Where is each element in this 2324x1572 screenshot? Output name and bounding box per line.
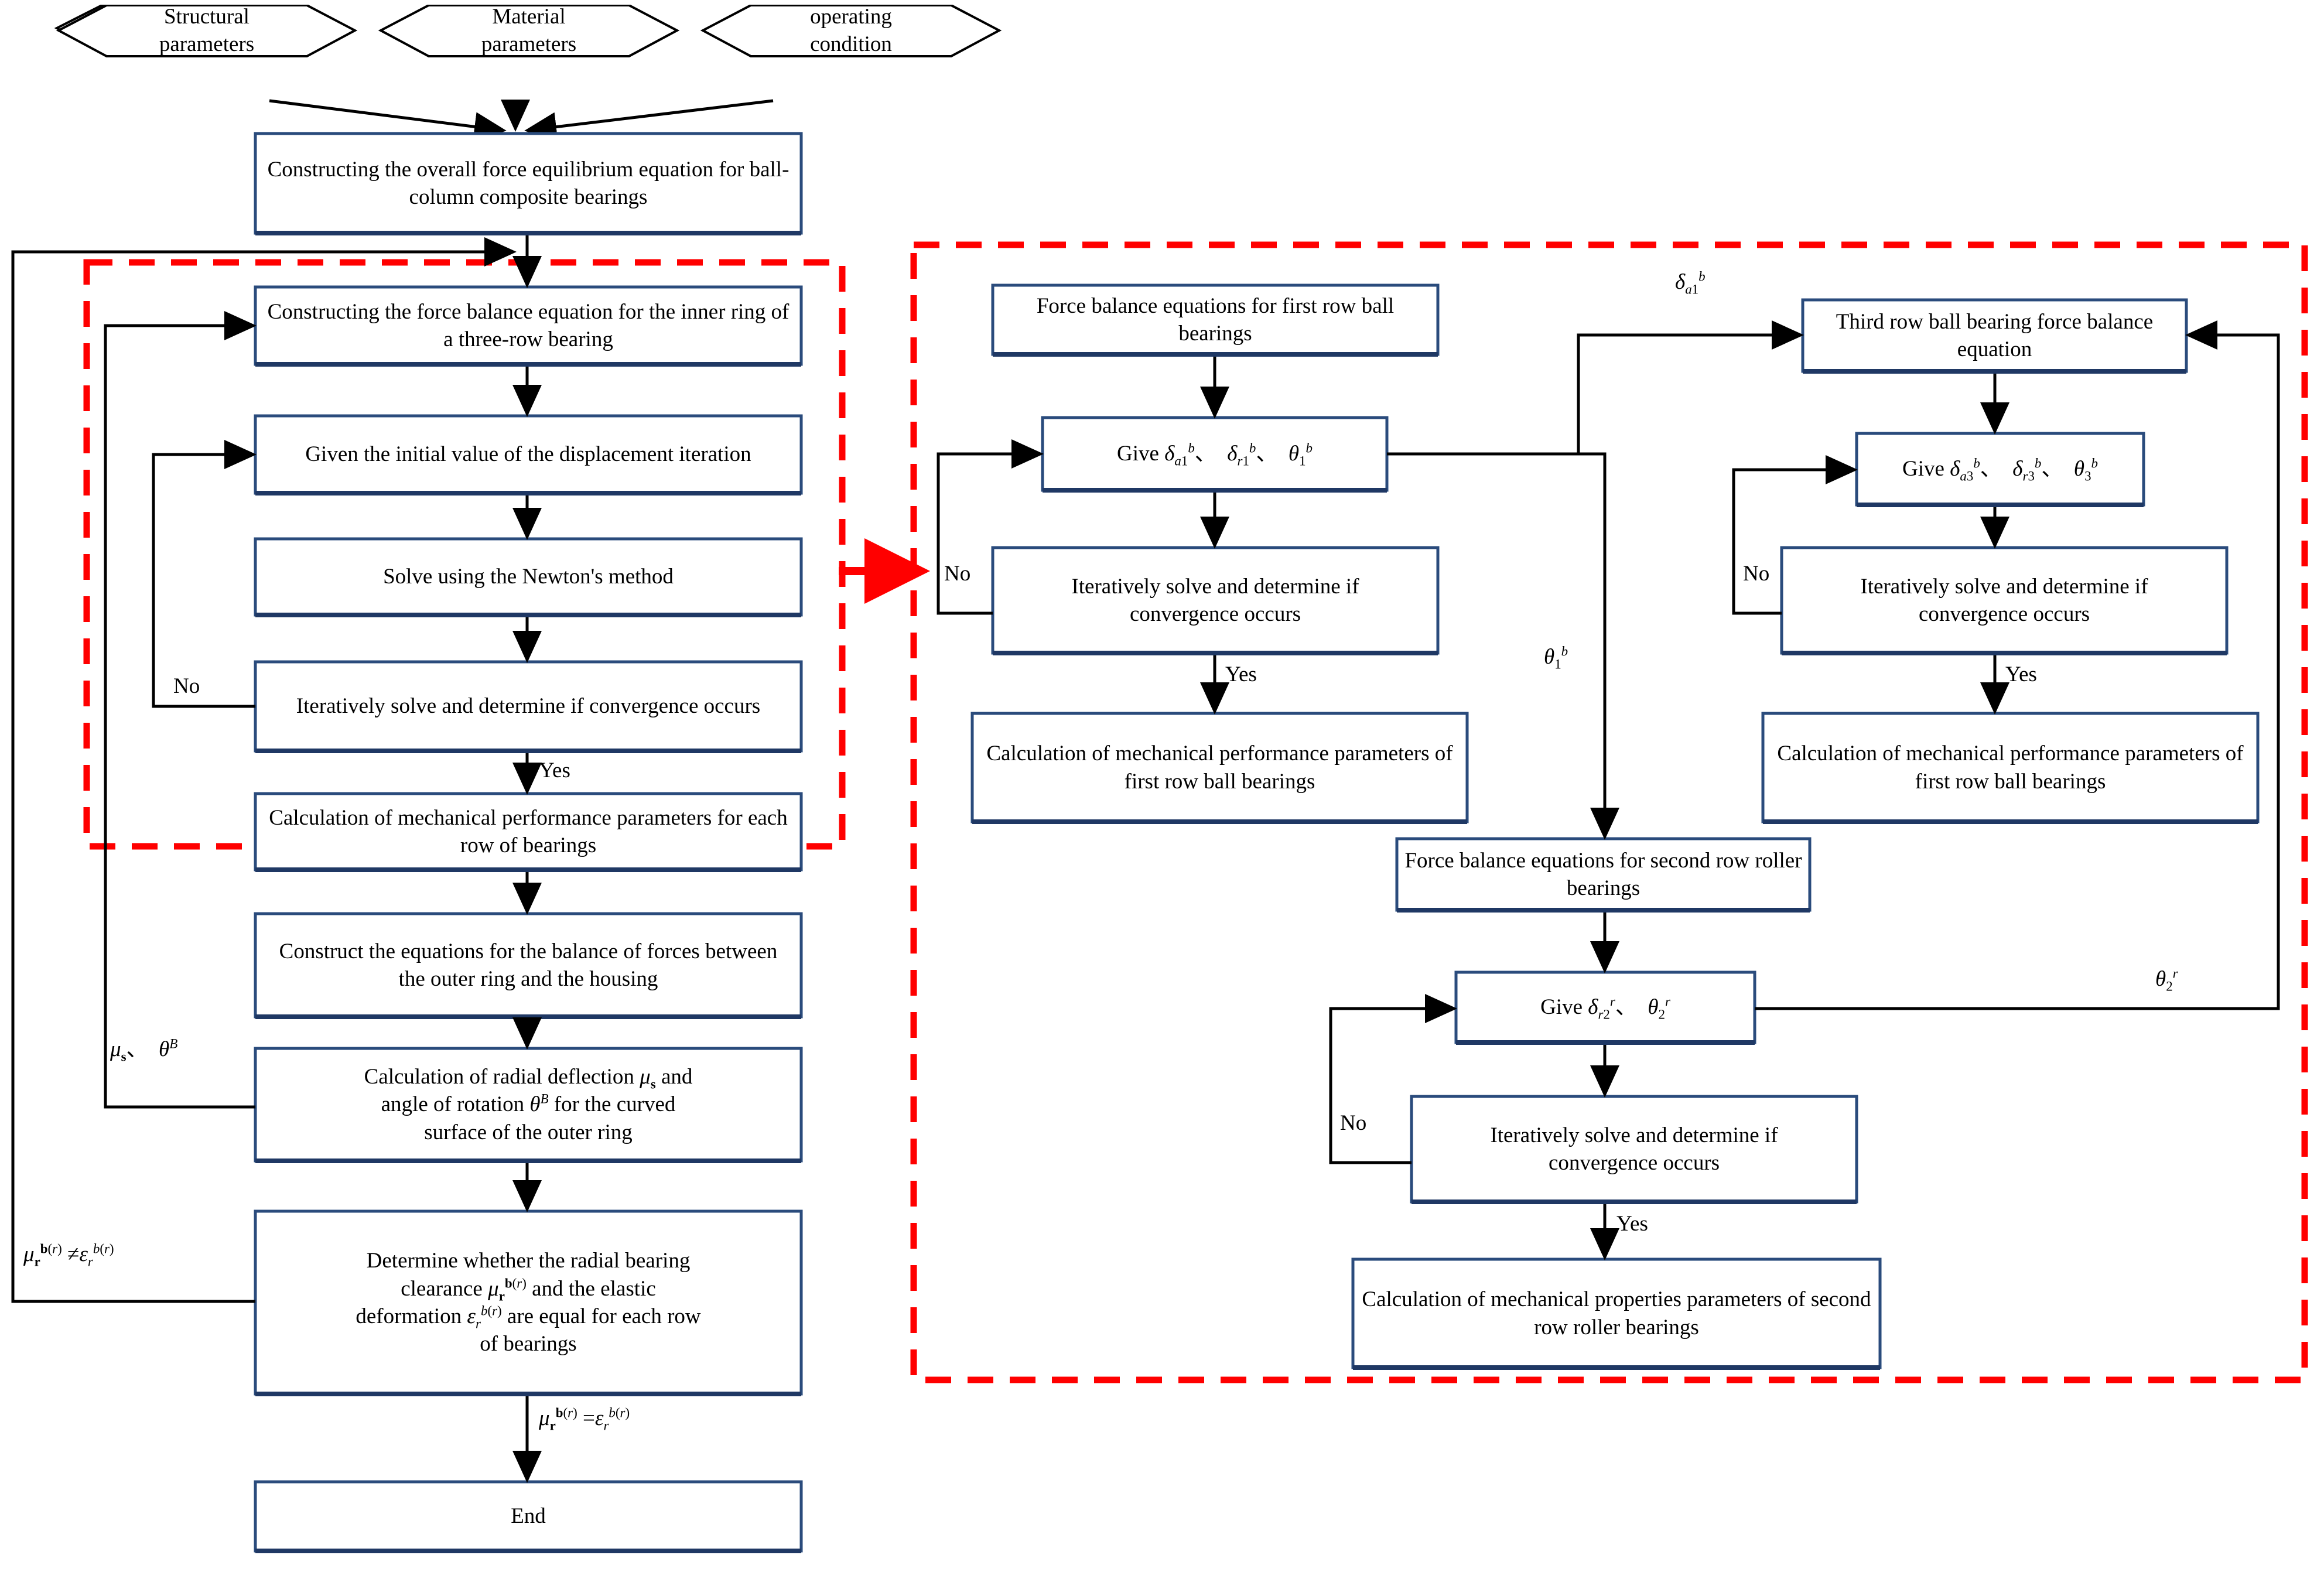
- edge-label-yes-r3: Yes: [2005, 662, 2037, 686]
- box-r3: [991, 546, 1440, 655]
- dashed-group-left: [83, 259, 846, 850]
- box-r10: [1454, 970, 1756, 1045]
- connector-r2-to-r5-delta-a1: [1387, 320, 1804, 456]
- edge-label-mus-thetab: μs、 θB: [110, 1036, 178, 1064]
- box-r7: [1780, 546, 2229, 655]
- box-r6: [1855, 432, 2145, 507]
- edge-label-theta-1: θ1b: [1544, 644, 1568, 672]
- box-l2: [254, 414, 803, 495]
- dashed-group-right: [910, 241, 2308, 1383]
- box-r4: [970, 712, 1469, 824]
- box-r2: [1041, 416, 1389, 493]
- box-start-overall: [254, 132, 803, 235]
- edge-label-no-r3: No: [1743, 562, 1770, 586]
- box-r9: [1395, 837, 1812, 913]
- box-l4: [254, 660, 803, 753]
- edge-label-no-r2: No: [1340, 1111, 1367, 1135]
- connector-r10-to-r5-theta-2: [1755, 320, 2280, 1010]
- feedback-no-l4-to-l2: [152, 440, 257, 708]
- box-l7: [254, 1047, 803, 1163]
- box-r1: [991, 283, 1440, 357]
- edge-label-mu-eq-eps: μrb(r) =εrb(r): [539, 1405, 630, 1433]
- hex-structural-outline: [56, 4, 358, 57]
- box-r8: [1761, 712, 2260, 824]
- edge-label-yes-r2: Yes: [1616, 1212, 1648, 1236]
- edge-label-yes-r1: Yes: [1225, 662, 1257, 686]
- feedback-no-r11-to-r10: [1329, 994, 1457, 1164]
- arrow-structural-to-start: [269, 99, 507, 142]
- box-l5: [254, 792, 803, 872]
- box-l3: [254, 537, 803, 617]
- feedback-no-r3-to-r2: [937, 439, 1044, 615]
- box-l1: [254, 285, 803, 367]
- edge-label-no-r1: No: [944, 562, 971, 586]
- feedback-mus-thetab-l7-to-l1: [104, 311, 257, 1109]
- box-l8: [254, 1209, 803, 1396]
- edge-label-mu-neq-eps: μrb(r) ≠εrb(r): [23, 1241, 114, 1269]
- box-r12: [1351, 1257, 1882, 1370]
- connector-r2-to-r9-theta-1: [1387, 452, 1619, 840]
- edge-label-delta-a1: δa1b: [1675, 269, 1706, 297]
- box-r5: [1801, 298, 2188, 374]
- hex-operating-outline: [700, 4, 1002, 57]
- edge-label-theta-2: θ2r: [2155, 966, 2178, 994]
- box-r11: [1410, 1095, 1858, 1204]
- arrow-operating-to-start: [524, 99, 774, 142]
- feedback-no-r7-to-r6: [1732, 455, 1858, 615]
- box-l6: [254, 912, 803, 1019]
- edge-label-yes-left: Yes: [539, 758, 570, 782]
- box-l9-end: [254, 1480, 803, 1553]
- hex-material-outline: [378, 4, 680, 57]
- feedback-notequal-l8-to-start: [11, 237, 517, 1303]
- edge-label-no-left: No: [173, 674, 200, 698]
